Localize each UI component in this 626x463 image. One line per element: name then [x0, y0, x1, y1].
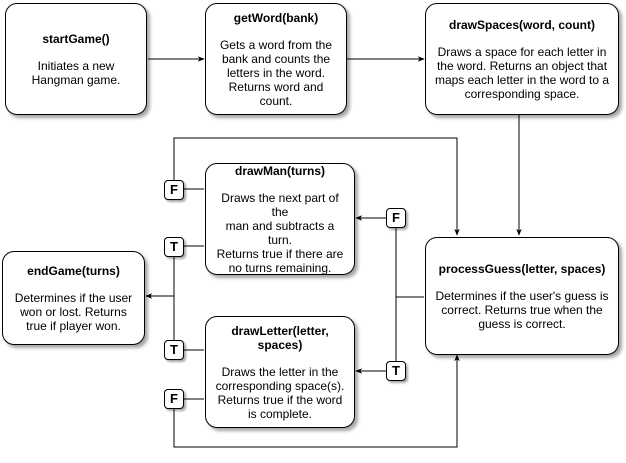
node-description: Determines if the user's guess is correc…	[435, 288, 609, 331]
edge-drawletter-false-loop	[173, 354, 460, 448]
node-start-game: startGame() Initiates a new Hangman game…	[5, 3, 147, 115]
node-title: processGuess(letter, spaces)	[438, 261, 606, 276]
node-description: Draws a space for each letter in the wor…	[434, 44, 610, 101]
node-get-word: getWord(bank) Gets a word from the bank …	[205, 3, 347, 115]
node-process-guess: processGuess(letter, spaces) Determines …	[425, 237, 619, 355]
node-description: Gets a word from the bank and counts the…	[219, 37, 333, 108]
edge-processguess-false-to-drawman	[355, 215, 424, 298]
node-draw-letter: drawLetter(letter, spaces) Draws the let…	[205, 316, 355, 428]
badge-processguess-true: T	[386, 361, 406, 381]
badge-drawletter-true: T	[164, 340, 184, 360]
badge-drawletter-false: F	[164, 389, 184, 409]
edge-drawman-true-to-endgame	[145, 245, 204, 299]
node-title: endGame(turns)	[27, 263, 120, 278]
node-description: Initiates a new Hangman game.	[31, 58, 121, 87]
node-description: Draws the letter in the corresponding sp…	[215, 364, 345, 421]
node-description: Determines if the user won or lost. Retu…	[14, 290, 133, 333]
node-title: drawLetter(letter, spaces)	[231, 323, 329, 352]
badge-drawman-true: T	[164, 237, 184, 257]
badge-drawman-false: F	[164, 180, 184, 200]
edge-drawman-false-loop	[173, 137, 460, 236]
edge-processguess-true-to-drawletter	[355, 297, 397, 374]
node-description: Draws the next part of the man and subtr…	[216, 190, 344, 275]
node-end-game: endGame(turns) Determines if the user wo…	[2, 251, 145, 345]
badge-processguess-false: F	[386, 208, 406, 228]
node-draw-man: drawMan(turns) Draws the next part of th…	[205, 163, 355, 275]
node-draw-spaces: drawSpaces(word, count) Draws a space fo…	[425, 3, 619, 115]
node-title: drawMan(turns)	[235, 163, 325, 178]
node-title: startGame()	[42, 31, 110, 46]
node-title: drawSpaces(word, count)	[448, 17, 596, 32]
node-title: getWord(bank)	[233, 10, 319, 25]
